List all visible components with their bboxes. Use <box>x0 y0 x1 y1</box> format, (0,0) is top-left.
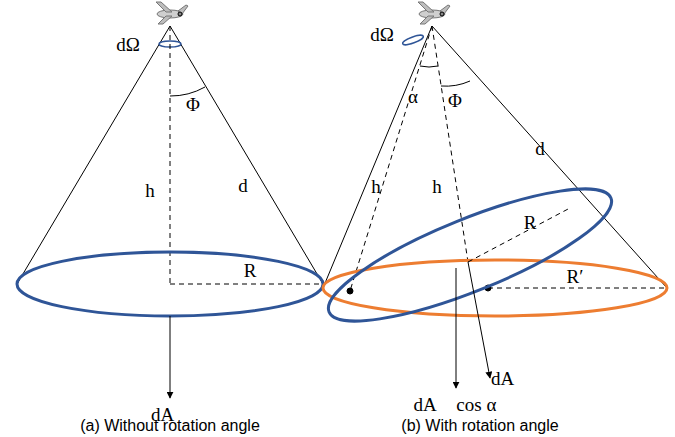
subfigure-caption: (b) With rotation angle <box>401 418 558 434</box>
distance-label: d <box>535 139 545 158</box>
cone-edge <box>323 26 432 288</box>
angle-label: Φ <box>186 95 200 114</box>
ground-point <box>347 288 353 294</box>
height-label: h <box>145 181 155 200</box>
slant-height-line <box>432 26 468 262</box>
panel-b <box>316 2 667 388</box>
projected-area-label: dA⃗ cos α <box>414 395 497 414</box>
cone-edge <box>432 26 667 288</box>
distance-label: d <box>238 176 248 195</box>
radius-line <box>170 284 323 285</box>
ground-radius-line <box>488 288 667 289</box>
alpha-arc <box>420 66 438 67</box>
cone-edge <box>170 26 323 284</box>
tilted-radius-line <box>468 208 570 262</box>
solid-angle-ellipse <box>402 33 425 46</box>
height-label: h <box>371 177 381 196</box>
normal-arrow <box>468 262 490 378</box>
solid-angle-label: dΩ <box>370 25 394 44</box>
area-vector-label: dA⃗ <box>491 369 529 388</box>
panel-a <box>17 2 323 398</box>
height-line <box>170 26 171 284</box>
drone-icon <box>418 2 450 24</box>
radius-label: R <box>524 213 537 232</box>
angle-label: Φ <box>448 91 462 110</box>
angle-arc <box>441 81 470 86</box>
radius-label: R <box>244 261 257 280</box>
subfigure-caption: (a) Without rotation angle <box>80 418 260 434</box>
radius-label: R′ <box>567 267 584 286</box>
drone-icon <box>156 2 188 24</box>
cone-edge <box>17 26 170 284</box>
tilted-footprint-ellipse <box>316 165 625 346</box>
height-label: h <box>432 177 442 196</box>
projected-arrow <box>456 268 457 388</box>
footprint-ellipse <box>17 252 323 316</box>
rotation-angle-label: α <box>408 87 418 106</box>
ground-footprint-ellipse <box>323 260 667 316</box>
normal-arrow <box>170 316 171 398</box>
solid-angle-label: dΩ <box>116 35 140 54</box>
